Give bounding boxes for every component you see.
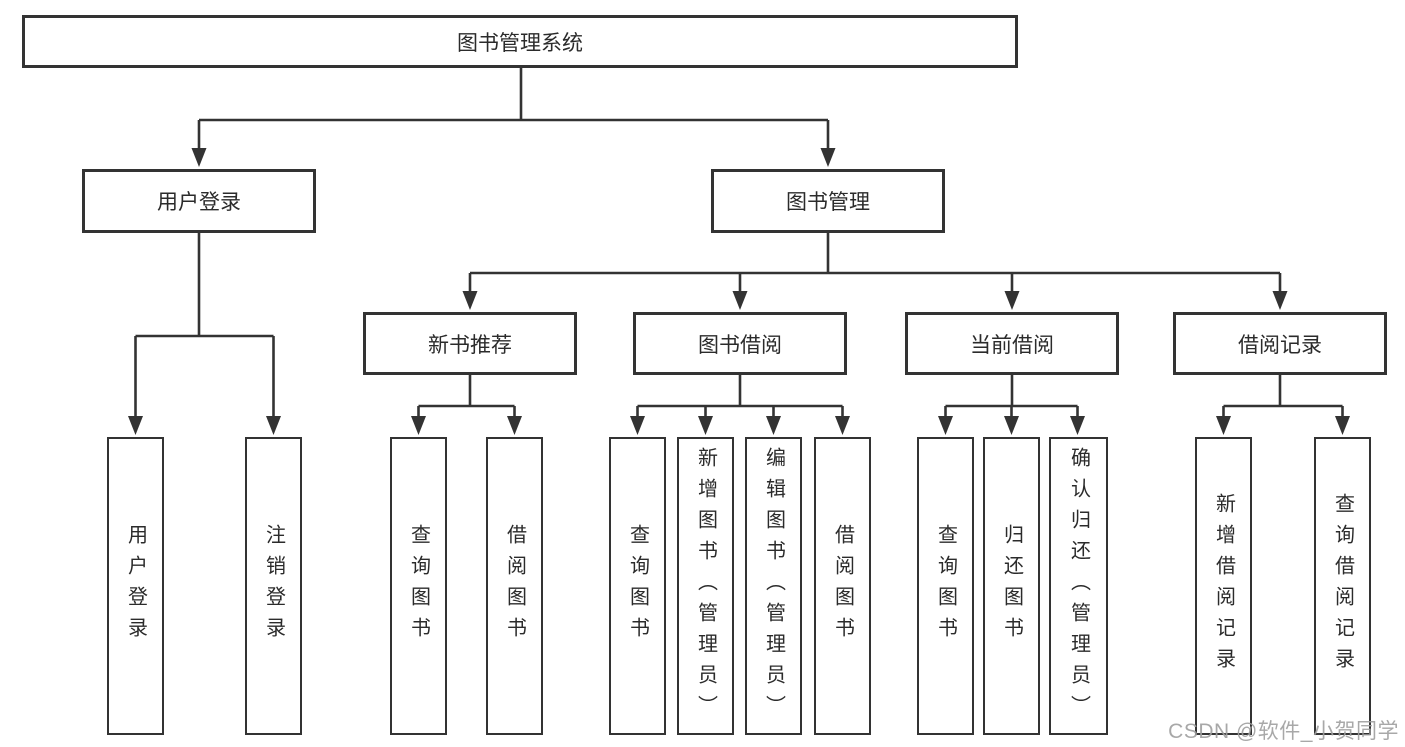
leaf-br-add-record-label: 新增借阅记录: [1212, 493, 1235, 679]
node-borrow-records-label: 借阅记录: [1238, 333, 1322, 357]
leaf-logout: 注销登录: [245, 437, 302, 735]
leaf-bb-borrow-books: 借阅图书: [814, 437, 871, 735]
node-root: 图书管理系统: [22, 15, 1018, 68]
leaf-bb-add-books-admin: 新增图书（管理员）: [677, 437, 734, 735]
connector-borrow-records-children: [1216, 375, 1350, 435]
connector-user-login-children: [128, 233, 281, 435]
connector-book-mgmt-children: [462, 233, 1288, 310]
node-current-borrow-label: 当前借阅: [970, 333, 1054, 357]
leaf-cb-return-books: 归还图书: [983, 437, 1040, 735]
leaf-cb-confirm-return-admin: 确认归还（管理员）: [1049, 437, 1108, 735]
node-new-book-rec-label: 新书推荐: [428, 333, 512, 357]
leaf-nbr-query-books-label: 查询图书: [407, 524, 430, 648]
leaf-br-query-record: 查询借阅记录: [1314, 437, 1371, 735]
leaf-bb-borrow-books-label: 借阅图书: [831, 524, 854, 648]
node-book-mgmt: 图书管理: [711, 169, 945, 233]
node-user-login-label: 用户登录: [157, 191, 241, 214]
leaf-bb-query-books-label: 查询图书: [626, 524, 649, 648]
node-root-label: 图书管理系统: [457, 31, 583, 55]
node-current-borrow: 当前借阅: [905, 312, 1119, 375]
watermark: CSDN @软件_小贺同学: [1168, 720, 1399, 743]
node-book-borrow: 图书借阅: [633, 312, 847, 375]
leaf-logout-label: 注销登录: [262, 524, 285, 648]
leaf-bb-edit-books-admin: 编辑图书（管理员）: [745, 437, 802, 735]
leaf-bb-edit-books-admin-label: 编辑图书（管理员）: [762, 446, 785, 726]
leaf-user-login-label: 用户登录: [124, 524, 147, 648]
leaf-cb-return-books-label: 归还图书: [1000, 524, 1023, 648]
leaf-bb-add-books-admin-label: 新增图书（管理员）: [694, 446, 717, 726]
node-book-borrow-label: 图书借阅: [698, 333, 782, 357]
node-user-login: 用户登录: [82, 169, 316, 233]
leaf-cb-query-books-label: 查询图书: [934, 524, 957, 648]
node-new-book-rec: 新书推荐: [363, 312, 577, 375]
leaf-nbr-query-books: 查询图书: [390, 437, 447, 735]
leaf-cb-query-books: 查询图书: [917, 437, 974, 735]
connector-current-borrow-children: [938, 375, 1085, 435]
node-book-mgmt-label: 图书管理: [786, 191, 870, 214]
leaf-cb-confirm-return-admin-label: 确认归还（管理员）: [1067, 446, 1090, 726]
node-borrow-records: 借阅记录: [1173, 312, 1387, 375]
connector-new-book-rec-children: [411, 375, 522, 435]
leaf-user-login: 用户登录: [107, 437, 164, 735]
connector-book-borrow-children: [630, 375, 850, 435]
leaf-nbr-borrow-books-label: 借阅图书: [503, 524, 526, 648]
leaf-br-add-record: 新增借阅记录: [1195, 437, 1252, 735]
leaf-br-query-record-label: 查询借阅记录: [1331, 493, 1354, 679]
leaf-bb-query-books: 查询图书: [609, 437, 666, 735]
leaf-nbr-borrow-books: 借阅图书: [486, 437, 543, 735]
connector-root-to-level2: [191, 68, 836, 167]
